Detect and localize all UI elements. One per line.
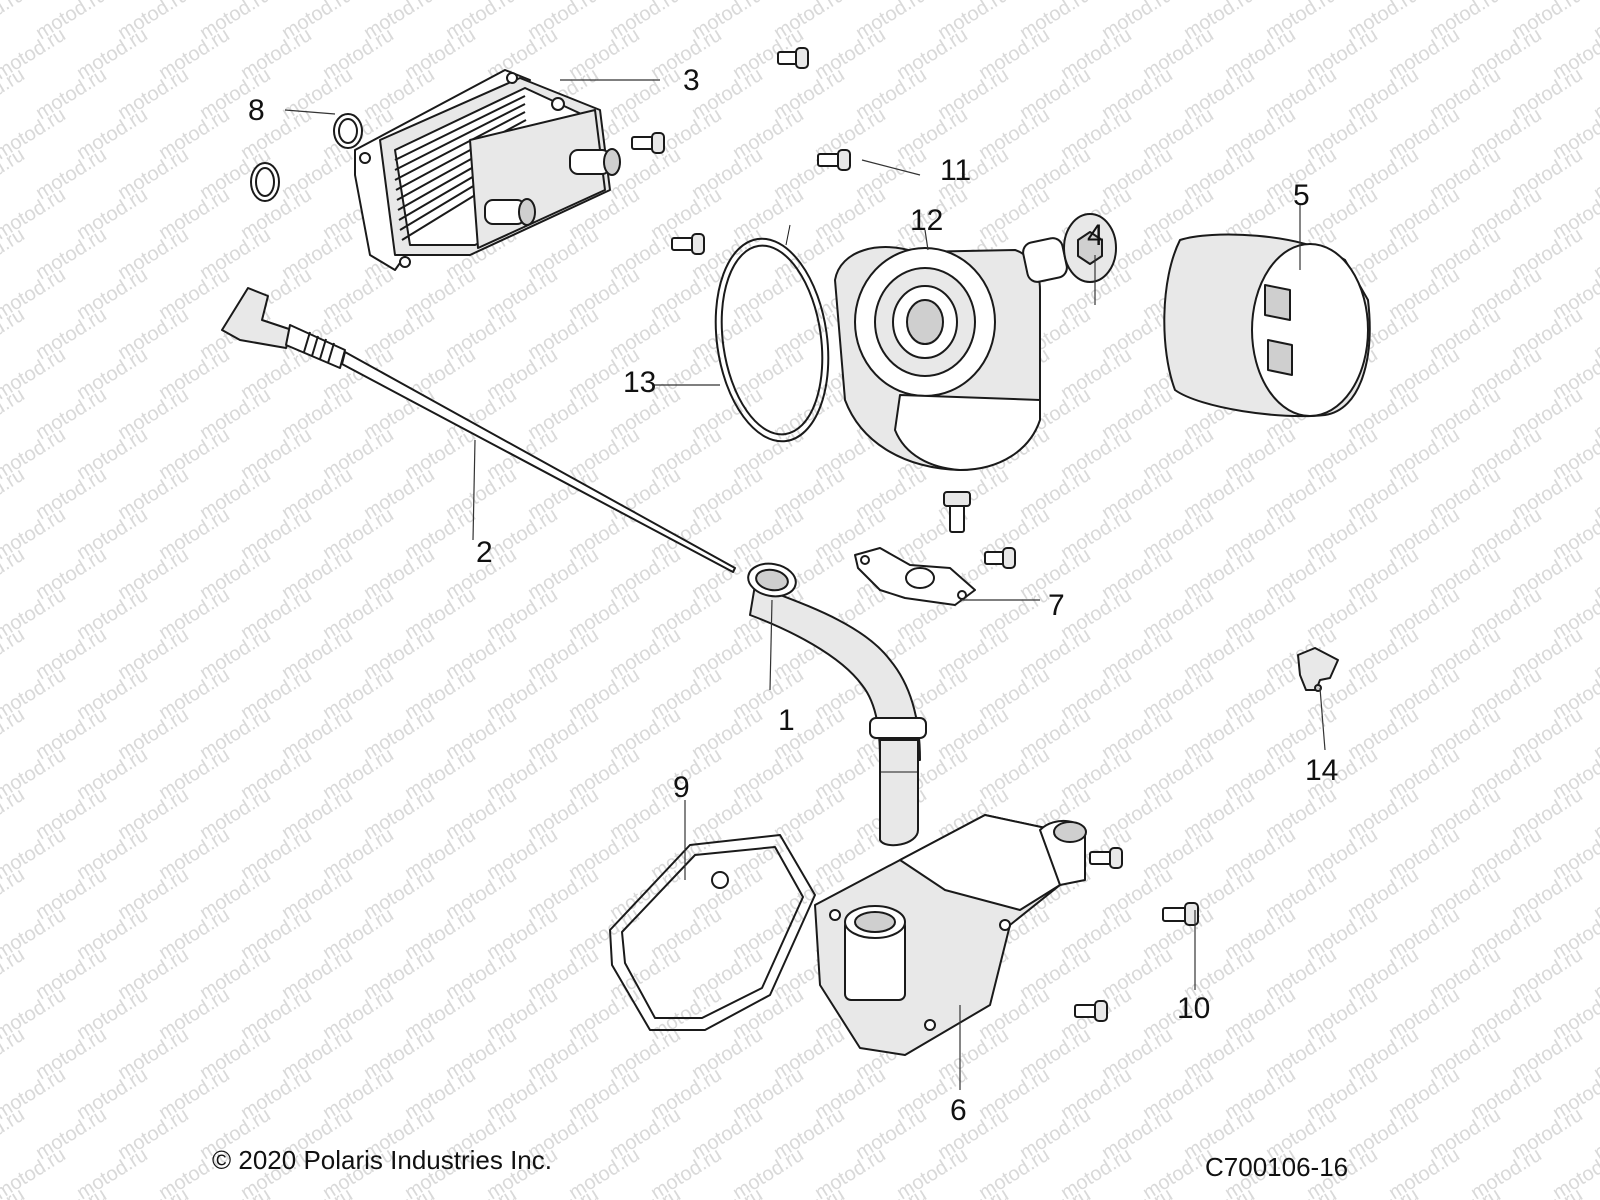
callout-13: 13 — [623, 366, 656, 399]
watermark-text: motod.ru — [688, 1184, 767, 1200]
callout-labels: 3 8 11 12 4 5 13 2 7 1 9 14 10 6 — [248, 64, 1338, 1127]
oil-filter-adapter — [834, 246, 1041, 471]
watermark-text: motod.ru — [32, 1184, 111, 1200]
watermark-text: motod.ru — [0, 864, 29, 924]
watermark-text: motod.ru — [1590, 1184, 1600, 1200]
callout-6: 6 — [950, 1094, 967, 1127]
callout-9: 9 — [673, 771, 690, 804]
gasket — [854, 547, 976, 606]
watermark-text: motod.ru — [0, 304, 29, 364]
bolt-10a — [1089, 847, 1123, 869]
bolt-11c — [817, 149, 851, 171]
watermark-text: motod.ru — [934, 1184, 1013, 1200]
bolt-10c — [1074, 1000, 1108, 1022]
bolt-11d — [671, 233, 705, 255]
o-ring — [333, 113, 363, 149]
watermark-text: motod.ru — [1426, 1184, 1505, 1200]
callout-2: 2 — [476, 536, 493, 569]
watermark-text: motod.ru — [1262, 1184, 1341, 1200]
retaining-clip — [1297, 647, 1339, 692]
watermark-text: motod.ru — [0, 64, 29, 124]
callout-7: 7 — [1048, 589, 1065, 622]
watermark-text: motod.ru — [278, 1184, 357, 1200]
watermark-text: motod.ru — [0, 224, 29, 284]
figure-id: C700106-16 — [1205, 1152, 1349, 1182]
watermark-text: motod.ru — [606, 1184, 685, 1200]
watermark-text: motod.ru — [0, 1104, 29, 1164]
callout-1: 1 — [778, 704, 795, 737]
oil-pickup-tube — [747, 562, 927, 847]
watermark-text: motod.ru — [1098, 1184, 1177, 1200]
bolt-11a — [777, 47, 809, 69]
dipstick — [221, 287, 736, 573]
callout-4: 4 — [1087, 219, 1104, 252]
bolt-11b — [631, 132, 665, 154]
watermark-text: motod.ru — [0, 384, 29, 444]
o-ring-2 — [250, 162, 280, 202]
watermark-text: motod.ru — [0, 944, 29, 1004]
bolt-7 — [984, 547, 1016, 569]
oil-pump-housing — [814, 814, 1087, 1056]
watermark-text: motod.ru — [1180, 1184, 1259, 1200]
watermark-text: motod.ru — [1508, 1184, 1587, 1200]
seal-ring — [714, 224, 830, 443]
watermark-text: motod.ru — [0, 784, 29, 844]
watermark-text: motod.ru — [852, 1184, 931, 1200]
watermark-text: motod.ru — [114, 1184, 193, 1200]
watermark-text: motod.ru — [1590, 0, 1600, 44]
oil-cooler — [354, 69, 621, 271]
flange-bolt — [943, 491, 971, 533]
watermark-text: motod.ru — [0, 544, 29, 604]
watermark-text: motod.ru — [0, 624, 29, 684]
watermark-text: motod.ru — [770, 1184, 849, 1200]
watermark-text: motod.ru — [1344, 1184, 1423, 1200]
callout-11: 11 — [940, 154, 971, 187]
callout-3: 3 — [683, 64, 700, 97]
watermark-text: motod.ru — [0, 464, 29, 524]
watermark-text: motod.ru — [196, 1184, 275, 1200]
center-bolt — [1022, 213, 1117, 283]
oil-filter — [1163, 233, 1371, 418]
oil-pan-gasket — [609, 834, 816, 1031]
callout-10: 10 — [1177, 992, 1210, 1025]
leader-lines — [284, 79, 1326, 1090]
callout-5: 5 — [1293, 179, 1310, 212]
callout-14: 14 — [1305, 754, 1338, 787]
watermark-text: motod.ru — [442, 1184, 521, 1200]
watermark-text: motod.ru — [0, 0, 29, 44]
watermark-text: motod.ru — [0, 704, 29, 764]
copyright-notice: © 2020 Polaris Industries Inc. — [212, 1145, 552, 1175]
callout-8: 8 — [248, 94, 265, 127]
callout-12: 12 — [910, 204, 943, 237]
watermark-text: motod.ru — [1016, 1184, 1095, 1200]
watermark-text: motod.ru — [524, 1184, 603, 1200]
watermark-text: motod.ru — [360, 1184, 439, 1200]
watermark-text: motod.ru — [0, 1024, 29, 1084]
watermark-text: motod.ru — [0, 144, 29, 204]
